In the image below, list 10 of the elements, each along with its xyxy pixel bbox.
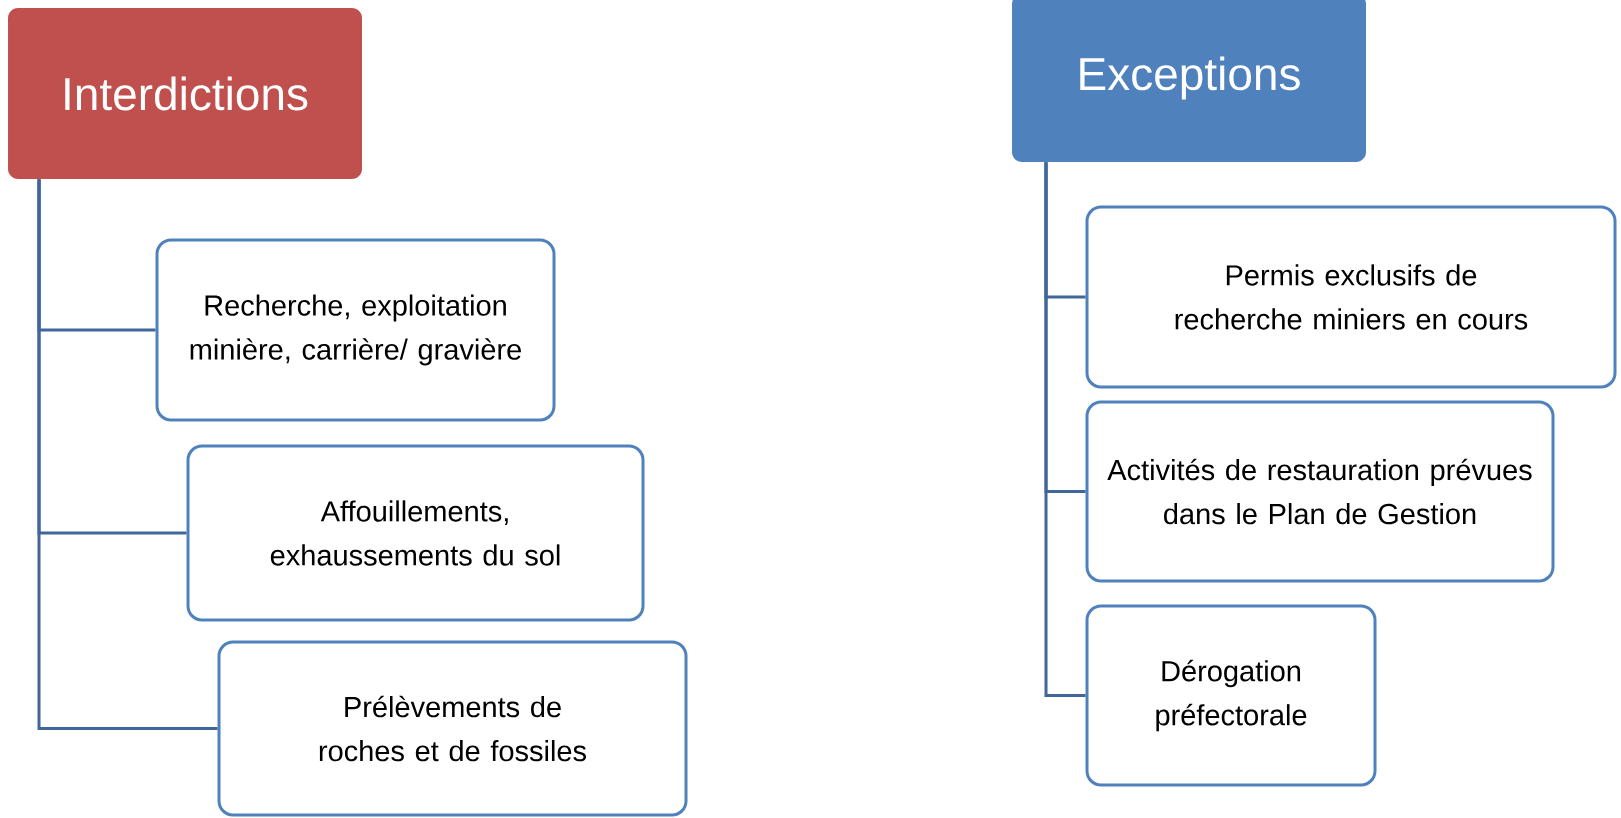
item-box: Permis exclusifs de recherche miniers en cours <box>1085 205 1617 389</box>
item-box: Activités de restauration prévues dans le Plan de Gestion <box>1085 400 1555 583</box>
item-box: Recherche, exploitation minière, carrière/ gravière <box>155 238 556 422</box>
heading-box: Interdictions <box>8 8 362 179</box>
item-box: Dérogation préfectorale <box>1085 604 1377 787</box>
connector-line <box>1044 162 1086 697</box>
item-box: Affouillements, exhaussements du sol <box>186 444 645 622</box>
item-box: Prélèvements de roches et de fossiles <box>217 640 688 817</box>
heading-box: Exceptions <box>1012 0 1366 162</box>
connector-line <box>37 179 218 730</box>
